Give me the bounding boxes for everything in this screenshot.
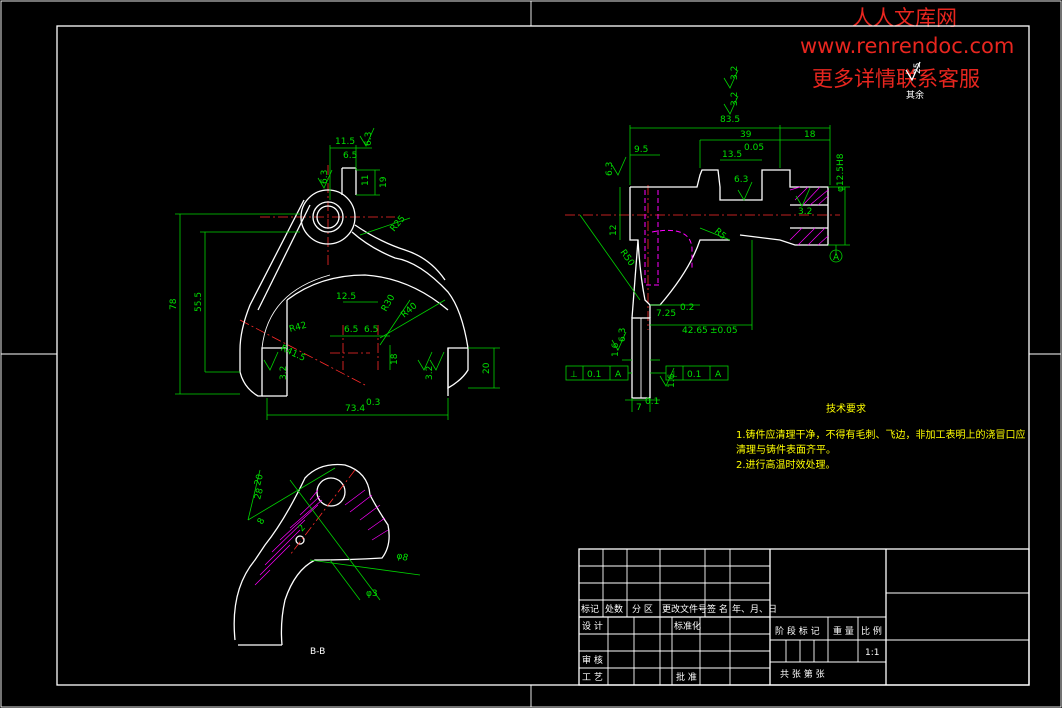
tb-mark: 标记 <box>581 603 599 615</box>
dim-11: 11 <box>361 175 371 186</box>
dim-55: 55.5 <box>194 292 204 312</box>
dim-3-2a: 3.2 <box>279 366 289 380</box>
dim-s-7: 7 <box>636 403 642 413</box>
dim-s-13-5: 13.5 <box>722 150 742 160</box>
section-view: 28 20 8 φ8 φ3 2 B-B <box>233 463 421 657</box>
dim-s-13-5-tol: 0.05 <box>744 143 764 153</box>
dim-r41: R41.5 <box>279 344 307 364</box>
title-block: 标记 处数 分 区 更改文件号 签 名 年、月、日 设 计 标准化 阶 段 标 … <box>578 548 1030 686</box>
dim-s-42: 42.65 <box>682 326 708 336</box>
dim-6-5a: 6.5 <box>344 325 358 335</box>
dim-s-725: 7.25 <box>656 309 676 319</box>
tolerance-frame-left: ⊥ 0.1 A <box>565 365 632 381</box>
dim-s-39: 39 <box>740 130 752 140</box>
dim-s-9-5: 9.5 <box>634 145 648 155</box>
tb-change-doc: 更改文件号 <box>662 603 707 615</box>
tb-count: 处数 <box>605 603 623 615</box>
tb-standard: 标准化 <box>674 620 701 632</box>
technical-notes: 技术要求 1.铸件应清理干净，不得有毛刺、飞边，非加工表明上的浇冒口应 清理与铸… <box>736 402 1026 471</box>
watermark-url[interactable]: www.renrendoc.com <box>800 34 1015 58</box>
datum-a: A <box>833 253 840 263</box>
tb-date: 年、月、日 <box>732 603 777 615</box>
tb-ratio: 比 例 <box>861 625 882 637</box>
tb-zone: 分 区 <box>632 604 653 615</box>
tol-right-val: 0.1 <box>687 370 701 380</box>
dim-s-18: 18 <box>804 130 816 140</box>
dim-s-6-3c: 6.3 <box>618 328 628 342</box>
dim-b-2: 2 <box>297 523 308 534</box>
dim-s-3-2b: 3.2 <box>730 92 740 106</box>
tb-review: 审 核 <box>582 654 603 666</box>
notes-line1: 1.铸件应清理干净，不得有毛刺、飞边，非加工表明上的浇冒口应 <box>736 428 1026 441</box>
dim-s-7-tol: 0.1 <box>645 397 659 407</box>
dim-r40: R40 <box>400 301 420 320</box>
dim-12-5: 12.5 <box>336 292 356 302</box>
dim-top-width2: 6.5 <box>343 151 357 161</box>
dim-s-1-6a: 1.6 <box>611 342 621 357</box>
section-label: B-B <box>310 647 325 657</box>
dim-s-6-3b: 6.3 <box>734 175 748 185</box>
dim-6-5b: 6.5 <box>364 325 378 335</box>
notes-title: 技术要求 <box>826 402 866 415</box>
roughness-other-label: 其余 <box>906 89 924 101</box>
roughness-other-value: 25 <box>913 63 923 74</box>
dim-s-r50: R50 <box>618 248 637 268</box>
tol-left-sym: ⊥ <box>570 370 578 380</box>
tb-process: 工 艺 <box>582 672 603 683</box>
tol-right-datum: A <box>715 370 722 380</box>
dim-r42: R42 <box>288 321 308 335</box>
tb-design: 设 计 <box>582 620 603 632</box>
tol-right-sym: ⊥ <box>670 370 678 380</box>
watermark-line3: 更多详情联系客服 <box>812 67 980 91</box>
dim-78: 78 <box>169 298 179 310</box>
dim-b-20: 20 <box>253 473 266 487</box>
notes-line3: 2.进行高温时效处理。 <box>736 458 836 471</box>
dim-b-dia: φ8 <box>395 551 409 564</box>
tb-approve: 批 准 <box>676 671 697 683</box>
side-view: ⊥ 0.1 A ⊥ 0.1 A 3.2 3.2 83.5 39 18 9.5 6… <box>565 61 924 413</box>
dim-rough-boss: 6.3 <box>320 170 330 184</box>
tb-stage: 阶 段 标 记 <box>775 625 820 637</box>
dim-r30: R30 <box>380 293 398 314</box>
dim-s-3-2: 3.2 <box>730 66 740 80</box>
dim-s-dia: φ12.5H8 <box>836 153 846 192</box>
dim-18: 18 <box>390 353 400 365</box>
tb-ratio-value: 1:1 <box>865 648 879 658</box>
dim-s-12: 12 <box>609 225 619 236</box>
dim-b-dia2: φ3 <box>366 589 378 599</box>
tb-sheets: 共 张 第 张 <box>780 668 825 680</box>
dim-s-3-2c: 3.2 <box>798 207 812 217</box>
front-view: 11.5 6.5 6.3 6.3 11 19 R25 78 55.5 12.5 … <box>169 127 500 420</box>
dim-s-42-tol: ±0.05 <box>710 326 738 336</box>
dim-b-8: 8 <box>256 516 268 526</box>
dim-b-28: 28 <box>253 487 266 501</box>
dim-20: 20 <box>482 362 492 374</box>
dim-19: 19 <box>379 176 389 188</box>
dim-s-83: 83.5 <box>720 115 740 125</box>
dim-3-2b: 3.2 <box>425 366 435 380</box>
dim-top-width: 11.5 <box>335 137 355 147</box>
dim-s-725-tol: 0.2 <box>680 303 694 313</box>
tb-sign: 签 名 <box>707 603 728 615</box>
notes-line2: 清理与铸件表面齐平。 <box>736 443 836 456</box>
tol-left-datum: A <box>615 370 622 380</box>
dim-s-6-3: 6.3 <box>605 162 615 176</box>
tb-weight: 重 量 <box>833 625 854 637</box>
tol-left-val: 0.1 <box>587 370 601 380</box>
tolerance-frame-right: ⊥ 0.1 A <box>650 365 729 381</box>
dim-73: 73.4 <box>345 404 365 414</box>
dim-rough-top: 6.3 <box>364 132 374 146</box>
dim-s-1-6b: 1.6 <box>667 373 677 388</box>
dim-73-tol: 0.3 <box>366 398 380 408</box>
